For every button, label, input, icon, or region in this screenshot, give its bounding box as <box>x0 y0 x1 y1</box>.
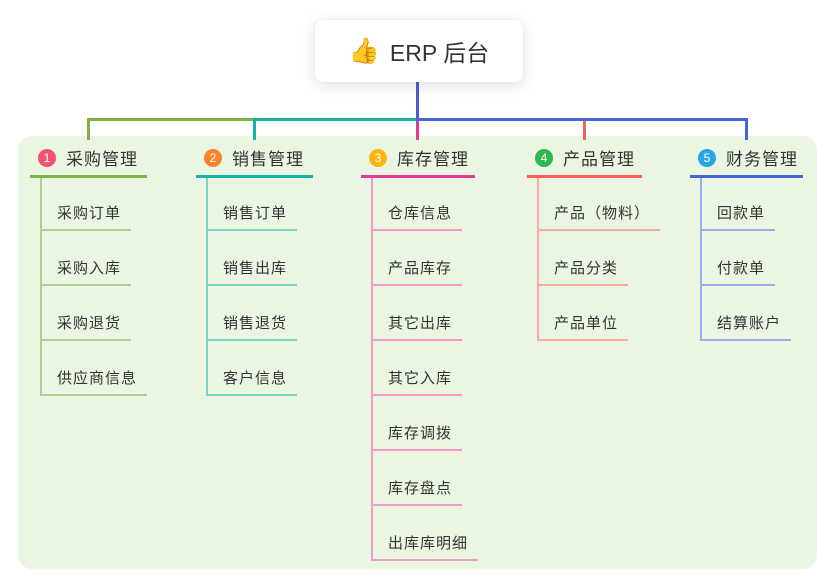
drop-sales <box>253 118 256 140</box>
child-label: 销售订单 <box>223 205 288 222</box>
branch-index-badge: 5 <box>698 148 716 167</box>
branch-child-line <box>537 178 539 341</box>
child-label: 回款单 <box>717 205 766 222</box>
child-label: 产品分类 <box>554 260 619 277</box>
branch-purchase: 1 采购管理 采购订单 采购入库 采购退货 供应商信息 <box>30 140 148 396</box>
rail-segment-purchase <box>87 118 254 121</box>
branch-children: 销售订单 销售出库 销售退货 客户信息 <box>206 178 313 396</box>
child-node[interactable]: 产品（物料） <box>537 202 661 231</box>
rail-segment-sales <box>253 118 419 121</box>
child-label: 付款单 <box>717 260 766 277</box>
child-label: 库存调拨 <box>388 425 453 442</box>
child-label: 出库库明细 <box>388 535 469 552</box>
child-label: 仓库信息 <box>388 205 453 222</box>
branch-finance: 5 财务管理 回款单 付款单 结算账户 <box>690 140 803 341</box>
child-node[interactable]: 采购订单 <box>40 202 132 231</box>
branch-label: 采购管理 <box>66 150 138 169</box>
branch-title-product[interactable]: 4 产品管理 <box>527 140 642 178</box>
child-node[interactable]: 库存盘点 <box>371 477 463 506</box>
child-node[interactable]: 出库库明细 <box>371 532 479 561</box>
child-label: 结算账户 <box>717 315 782 332</box>
branch-children: 产品（物料） 产品分类 产品单位 <box>537 178 661 341</box>
drop-purchase <box>87 118 90 140</box>
child-node[interactable]: 采购退货 <box>40 312 132 341</box>
branch-child-line <box>371 178 373 561</box>
branch-child-line <box>700 178 702 341</box>
child-node[interactable]: 产品分类 <box>537 257 629 286</box>
branch-index-badge: 2 <box>204 148 222 167</box>
rail-segment-finance <box>416 118 748 121</box>
branch-inventory: 3 库存管理 仓库信息 产品库存 其它出库 其它入库 库存调拨 库存盘点 出库库… <box>361 140 479 561</box>
branch-label: 销售管理 <box>232 150 304 169</box>
branch-children: 回款单 付款单 结算账户 <box>700 178 803 341</box>
branch-product: 4 产品管理 产品（物料） 产品分类 产品单位 <box>527 140 661 341</box>
branch-label: 财务管理 <box>726 150 798 169</box>
branch-index-badge: 1 <box>38 148 56 167</box>
root-node[interactable]: 👍 ERP 后台 <box>315 20 523 82</box>
child-label: 采购入库 <box>57 260 122 277</box>
child-label: 产品（物料） <box>554 205 651 222</box>
branch-title-finance[interactable]: 5 财务管理 <box>690 140 803 178</box>
branch-index-badge: 4 <box>535 148 553 167</box>
child-node[interactable]: 其它入库 <box>371 367 463 396</box>
branch-children: 采购订单 采购入库 采购退货 供应商信息 <box>40 178 148 396</box>
child-node[interactable]: 回款单 <box>700 202 776 231</box>
root-label: ERP 后台 <box>389 40 490 66</box>
child-label: 采购退货 <box>57 315 122 332</box>
branch-title-purchase[interactable]: 1 采购管理 <box>30 140 147 178</box>
child-node[interactable]: 销售订单 <box>206 202 298 231</box>
child-label: 其它入库 <box>388 370 453 387</box>
branches-panel <box>18 136 817 569</box>
child-label: 其它出库 <box>388 315 453 332</box>
root-connector <box>416 82 419 119</box>
child-node[interactable]: 付款单 <box>700 257 776 286</box>
child-node[interactable]: 采购入库 <box>40 257 132 286</box>
child-node[interactable]: 客户信息 <box>206 367 298 396</box>
branch-child-line <box>206 178 208 396</box>
child-node[interactable]: 销售出库 <box>206 257 298 286</box>
child-label: 销售退货 <box>223 315 288 332</box>
drop-product <box>583 121 586 140</box>
child-node[interactable]: 其它出库 <box>371 312 463 341</box>
drop-finance <box>745 118 748 140</box>
child-node[interactable]: 库存调拨 <box>371 422 463 451</box>
child-node[interactable]: 供应商信息 <box>40 367 148 396</box>
child-label: 产品库存 <box>388 260 453 277</box>
branch-title-sales[interactable]: 2 销售管理 <box>196 140 313 178</box>
child-node[interactable]: 销售退货 <box>206 312 298 341</box>
child-label: 供应商信息 <box>57 370 138 387</box>
child-node[interactable]: 产品单位 <box>537 312 629 341</box>
drop-inventory <box>416 121 419 140</box>
branch-child-line <box>40 178 42 396</box>
branch-index-badge: 3 <box>369 148 387 167</box>
child-label: 客户信息 <box>223 370 288 387</box>
thumbs-up-icon: 👍 <box>348 36 380 65</box>
child-node[interactable]: 结算账户 <box>700 312 792 341</box>
branch-sales: 2 销售管理 销售订单 销售出库 销售退货 客户信息 <box>196 140 313 396</box>
branch-title-inventory[interactable]: 3 库存管理 <box>361 140 475 178</box>
child-label: 库存盘点 <box>388 480 453 497</box>
branch-label: 产品管理 <box>563 150 635 169</box>
branch-children: 仓库信息 产品库存 其它出库 其它入库 库存调拨 库存盘点 出库库明细 <box>371 178 479 561</box>
child-label: 产品单位 <box>554 315 619 332</box>
child-label: 销售出库 <box>223 260 288 277</box>
child-node[interactable]: 产品库存 <box>371 257 463 286</box>
child-node[interactable]: 仓库信息 <box>371 202 463 231</box>
branch-label: 库存管理 <box>397 150 469 169</box>
child-label: 采购订单 <box>57 205 122 222</box>
